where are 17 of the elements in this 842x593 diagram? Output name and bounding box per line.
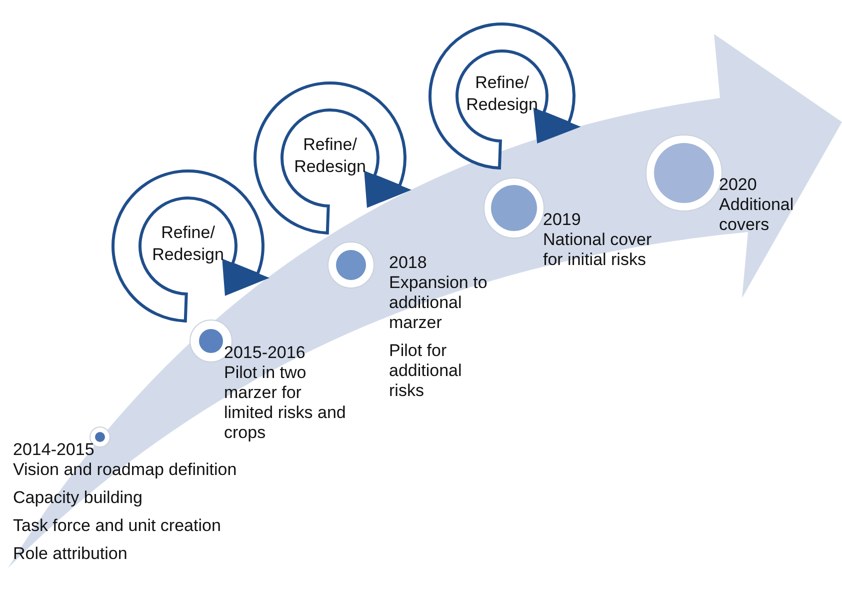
milestone-text: Vision and roadmap definition — [13, 460, 238, 480]
milestone-text: Task force and unit creation — [13, 516, 222, 536]
milestone-text: Role attribution — [13, 544, 128, 564]
milestone-text: Expansion to additional marzer — [389, 273, 488, 333]
milestone-text: Additional covers — [719, 195, 795, 235]
year-label: 2018 — [389, 253, 428, 273]
year-label: 2020 — [719, 175, 758, 195]
loop-label: Refine/ Redesign — [151, 222, 225, 266]
year-label: 2014-2015 — [13, 440, 96, 460]
milestone-text: Pilot in two marzer for limited risks and crops — [224, 363, 347, 443]
loop-label: Refine/ Redesign — [465, 72, 539, 116]
milestone-text: Capacity building — [13, 488, 144, 508]
year-label: 2015-2016 — [224, 343, 306, 363]
loop-label: Refine/ Redesign — [293, 134, 367, 178]
milestone-text: Pilot for additional risks — [389, 341, 463, 401]
year-label: 2019 — [543, 210, 582, 230]
milestone-text: National cover for initial risks — [543, 230, 653, 270]
